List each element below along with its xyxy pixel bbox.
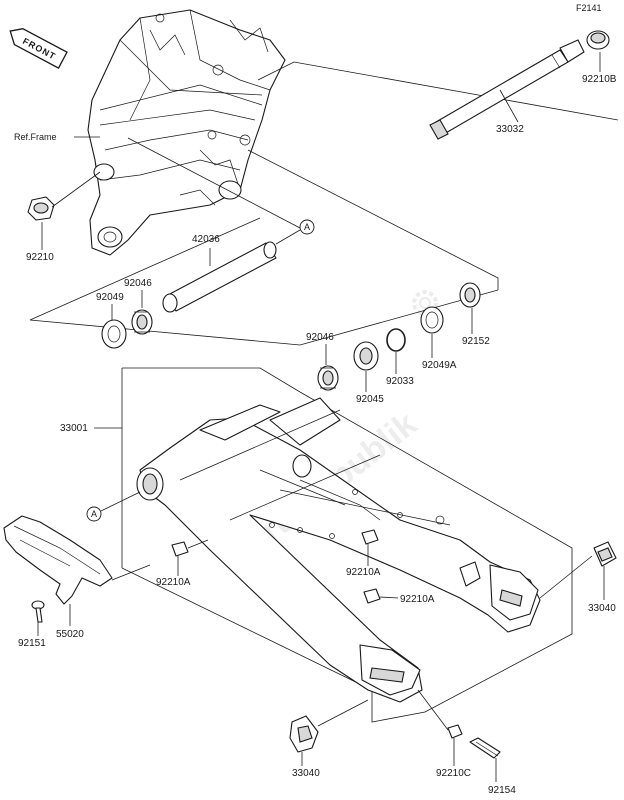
frame-reference <box>87 9 286 256</box>
marker-a-bottom: A <box>86 506 102 522</box>
label-92210a-2: 92210A <box>346 567 381 578</box>
diagram-code: F2141 <box>576 3 602 13</box>
part-circlip-92033 <box>386 328 406 352</box>
part-bearing-92046-left <box>131 309 153 335</box>
part-nut-92210c <box>447 724 463 739</box>
part-nut-92210a-2 <box>361 529 379 545</box>
label-33040-bottom: 33040 <box>292 768 320 779</box>
part-block-33040-right <box>593 541 617 567</box>
label-55020: 55020 <box>56 629 84 640</box>
leader-92210a-3 <box>379 596 399 599</box>
part-seal-92049 <box>101 319 127 349</box>
part-swingarm <box>136 397 541 703</box>
part-collar-42036 <box>162 241 277 313</box>
label-92046-right: 92046 <box>306 332 334 343</box>
swingarm-envelope-right <box>299 391 573 723</box>
front-arrow-icon: FRONT <box>9 28 68 69</box>
label-92210a-3: 92210A <box>400 594 435 605</box>
part-block-33040-bottom <box>289 715 319 753</box>
leader-55020-to-arm <box>111 564 151 581</box>
part-pivot-shaft <box>429 39 585 140</box>
part-bearing-92045 <box>353 341 379 371</box>
label-92210c: 92210C <box>436 768 471 779</box>
label-92210b: 92210B <box>582 74 617 85</box>
part-nut-92210a-1 <box>171 541 189 557</box>
part-bearing-92046-right <box>317 365 339 391</box>
label-92045: 92045 <box>356 394 384 405</box>
label-92154: 92154 <box>488 785 516 796</box>
swingarm-envelope-bottom <box>121 567 373 691</box>
marker-a-top-text: A <box>304 222 310 232</box>
label-ref-frame: Ref.Frame <box>14 132 57 142</box>
label-92049a: 92049A <box>422 360 457 371</box>
label-92152: 92152 <box>462 336 490 347</box>
part-nut-92210a-3 <box>363 588 381 604</box>
envelope-left <box>127 137 301 229</box>
leader-92210a-1-to-arm <box>187 539 209 549</box>
label-92210: 92210 <box>26 252 54 263</box>
part-chain-guard-55020 <box>3 515 113 605</box>
envelope-mid <box>247 149 499 290</box>
label-33032: 33032 <box>496 124 524 135</box>
label-92151: 92151 <box>18 638 46 649</box>
leader-33040-right-to-arm <box>539 555 593 599</box>
leader-33040-bottom-to-arm <box>317 699 369 727</box>
part-nut-92210b <box>586 30 610 50</box>
leader-92210-to-frame <box>51 171 101 208</box>
leader-33032 <box>499 89 519 123</box>
label-92033: 92033 <box>386 376 414 387</box>
label-33001: 33001 <box>60 423 88 434</box>
swingarm-envelope <box>122 367 301 393</box>
envelope-lower <box>29 217 261 321</box>
leader-a-bottom <box>100 491 141 512</box>
marker-a-bottom-text: A <box>91 509 97 519</box>
part-nut-92210 <box>27 196 55 221</box>
part-seal-92049a <box>420 306 444 334</box>
envelope-upper <box>257 61 619 121</box>
leader-92210c-to-arm <box>417 689 449 731</box>
part-bolt-92151 <box>31 600 45 623</box>
label-42036: 42036 <box>192 234 220 245</box>
part-bolt-92154 <box>469 737 501 759</box>
label-92049: 92049 <box>96 292 124 303</box>
label-92046-left: 92046 <box>124 278 152 289</box>
marker-a-top: A <box>299 219 315 235</box>
part-seal-92152 <box>459 282 481 308</box>
label-33040-right: 33040 <box>588 603 616 614</box>
label-92210a-1: 92210A <box>156 577 191 588</box>
leader-42036-to-a <box>275 229 301 245</box>
